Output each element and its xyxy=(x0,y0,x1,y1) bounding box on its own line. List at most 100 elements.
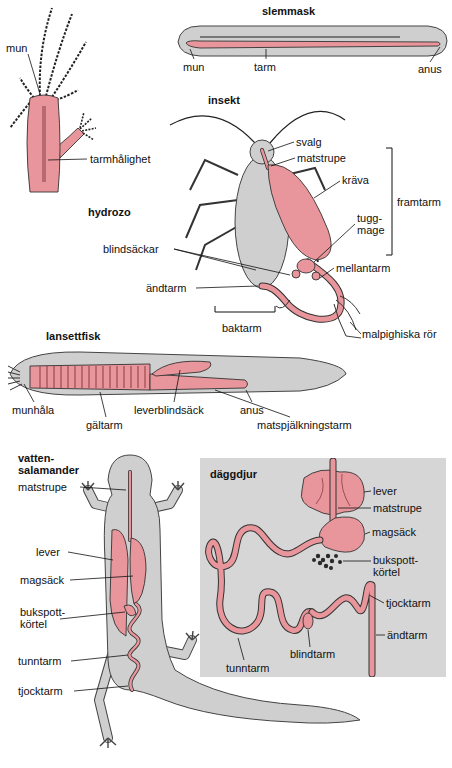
illustration-shape xyxy=(110,530,128,636)
illustration-shape xyxy=(338,560,342,564)
illustration-shape xyxy=(312,585,372,674)
part-label: tjocktarm xyxy=(386,597,431,609)
illustration-shape xyxy=(376,635,385,636)
illustration-shape xyxy=(365,532,370,534)
part-label: tarmhålighet xyxy=(90,153,151,165)
illustration-shape xyxy=(80,112,96,140)
illustration-shape xyxy=(320,268,334,278)
illustration-shape xyxy=(346,336,361,338)
part-label: anus xyxy=(240,404,264,416)
illustration-shape xyxy=(196,225,240,270)
illustration-shape xyxy=(30,364,150,390)
illustration-shape xyxy=(268,142,294,151)
part-label: matstrupe xyxy=(373,502,422,514)
illustration-shape xyxy=(80,112,84,128)
illustration-shape xyxy=(10,352,346,395)
part-label: tunntarm xyxy=(18,655,61,667)
figure-title: slemmask xyxy=(262,5,315,17)
illustration-shape xyxy=(297,259,315,273)
figure-title: vatten- salamander xyxy=(18,452,98,476)
illustration-shape xyxy=(262,150,268,168)
part-label: malpighiska rör xyxy=(362,328,438,340)
illustration-shape xyxy=(107,738,108,748)
part-label: matstrupe xyxy=(297,152,346,164)
illustration-shape xyxy=(209,528,320,631)
panel-heading: däggdjur xyxy=(210,468,257,480)
illustration-shape xyxy=(130,538,146,604)
illustration-shape xyxy=(178,483,184,490)
illustration-shape xyxy=(89,366,90,388)
illustration-shape xyxy=(200,36,400,38)
illustration-shape xyxy=(80,487,126,490)
illustration-shape xyxy=(340,296,360,314)
illustration-shape xyxy=(314,181,340,198)
illustration-shape xyxy=(190,160,238,190)
illustration-shape xyxy=(47,366,48,388)
part-label: tunntarm xyxy=(226,662,269,674)
illustration-shape xyxy=(268,165,331,260)
illustration-shape xyxy=(129,604,139,690)
illustration-shape xyxy=(276,300,290,308)
illustration-shape xyxy=(172,483,178,490)
illustration-shape xyxy=(58,128,84,158)
illustration-shape xyxy=(262,150,268,168)
illustration-shape xyxy=(196,286,258,288)
illustration-shape xyxy=(74,686,128,691)
illustration-shape xyxy=(246,390,252,402)
part-label: ändtarm xyxy=(146,282,186,294)
part-label: kräva xyxy=(342,174,369,186)
illustration-shape xyxy=(100,738,108,746)
illustration-shape xyxy=(343,561,371,562)
illustration-shape xyxy=(100,392,106,417)
illustration-shape xyxy=(312,585,372,674)
part-label: mun xyxy=(6,42,27,54)
illustration-shape xyxy=(8,372,20,375)
illustration-shape xyxy=(46,14,72,96)
illustration-shape xyxy=(330,461,337,522)
illustration-shape xyxy=(271,158,295,166)
illustration-shape xyxy=(71,655,128,661)
illustration-shape xyxy=(124,366,125,388)
illustration-shape xyxy=(312,272,320,280)
illustration-shape xyxy=(334,554,338,558)
illustration-shape xyxy=(40,366,41,388)
illustration-shape xyxy=(303,613,313,629)
illustration-shape xyxy=(192,634,199,640)
illustration-shape xyxy=(369,595,384,603)
illustration-shape xyxy=(326,554,330,558)
illustration-shape xyxy=(60,612,125,619)
illustration-shape xyxy=(61,366,62,388)
illustration-shape xyxy=(8,366,20,372)
illustration-shape xyxy=(386,148,392,255)
illustration-shape xyxy=(40,366,145,388)
illustration-shape xyxy=(319,517,364,552)
panel: däggdjur xyxy=(200,458,446,677)
illustration-shape xyxy=(276,296,360,336)
illustration-shape xyxy=(334,304,346,336)
illustration-shape xyxy=(150,374,248,390)
illustration-shape xyxy=(209,528,320,631)
part-label: mun xyxy=(183,61,204,73)
illustration-shape xyxy=(350,322,361,334)
illustration-shape xyxy=(186,633,192,640)
illustration-shape xyxy=(329,566,333,570)
part-label: magsäck xyxy=(372,526,416,538)
illustration-shape xyxy=(190,49,194,59)
part-label: bukspott- körtel xyxy=(20,606,76,630)
illustration-shape xyxy=(124,605,136,616)
illustration-shape xyxy=(56,90,78,100)
illustration-shape xyxy=(138,366,139,388)
illustration-shape xyxy=(54,366,55,388)
hydrozoan-figure xyxy=(10,8,96,192)
illustration-shape xyxy=(364,491,371,492)
illustration-shape xyxy=(186,41,440,48)
part-label: tugg- mage xyxy=(357,212,391,236)
illustration-shape xyxy=(174,249,290,275)
part-label: blindtarm xyxy=(290,648,335,660)
illustration-shape xyxy=(318,561,322,565)
part-label: matspjälkningstarm xyxy=(257,419,352,431)
illustration-shape xyxy=(83,133,94,140)
illustration-shape xyxy=(215,390,290,417)
illustration-shape xyxy=(128,472,132,540)
